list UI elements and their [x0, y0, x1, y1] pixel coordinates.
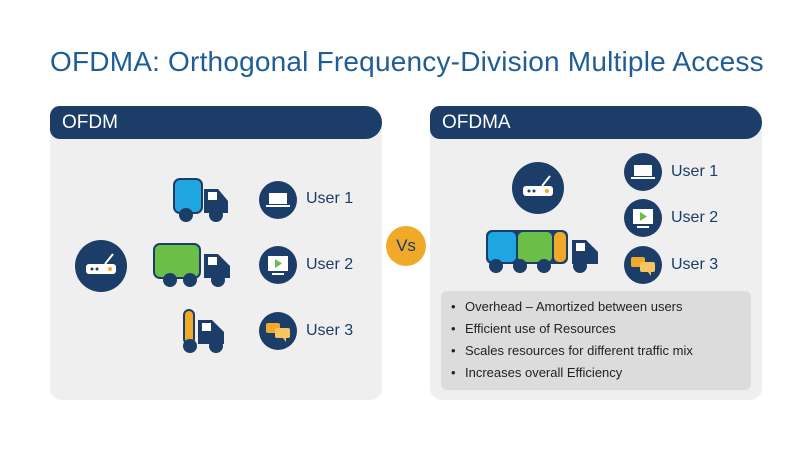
bullet-icon: • — [451, 321, 456, 336]
benefit-text: Scales resources for different traffic m… — [465, 343, 693, 358]
user-label: User 1 — [306, 190, 354, 207]
vs-badge: Vs — [386, 226, 426, 266]
chat-bubbles-icon — [624, 246, 662, 284]
truck-icon — [183, 309, 224, 353]
video-player-icon — [624, 199, 662, 237]
list-item: • Overhead – Amortized between users — [451, 299, 683, 314]
chat-bubbles-icon — [259, 312, 297, 350]
router-icon — [512, 162, 564, 214]
bullet-icon: • — [451, 343, 456, 358]
benefit-text: Efficient use of Resources — [465, 321, 616, 336]
user-label: User 2 — [306, 256, 354, 273]
truck-icon — [173, 178, 228, 222]
benefits-list: • Overhead – Amortized between users • Eff… — [441, 291, 751, 390]
truck-icon — [486, 230, 598, 273]
benefit-text: Overhead – Amortized between users — [465, 299, 683, 314]
user-label: User 1 — [671, 163, 719, 180]
user-label: User 3 — [306, 322, 354, 339]
laptop-icon — [259, 181, 297, 219]
user-label: User 3 — [671, 256, 719, 273]
video-player-icon — [259, 246, 297, 284]
ofdma-panel-header: OFDMA — [430, 106, 762, 139]
truck-icon — [153, 243, 230, 287]
slide-title: OFDMA: Orthogonal Frequency-Division Mul… — [50, 46, 764, 77]
ofdm-panel-header: OFDM — [50, 106, 382, 139]
list-item: • Scales resources for different traffic … — [451, 343, 693, 358]
list-item: • Efficient use of Resources — [451, 321, 616, 336]
list-item: • Increases overall Efficiency — [451, 365, 622, 380]
benefit-text: Increases overall Efficiency — [465, 365, 623, 380]
router-icon — [75, 240, 127, 292]
user-label: User 2 — [671, 209, 719, 226]
bullet-icon: • — [451, 365, 456, 380]
laptop-icon — [624, 153, 662, 191]
bullet-icon: • — [451, 299, 456, 314]
